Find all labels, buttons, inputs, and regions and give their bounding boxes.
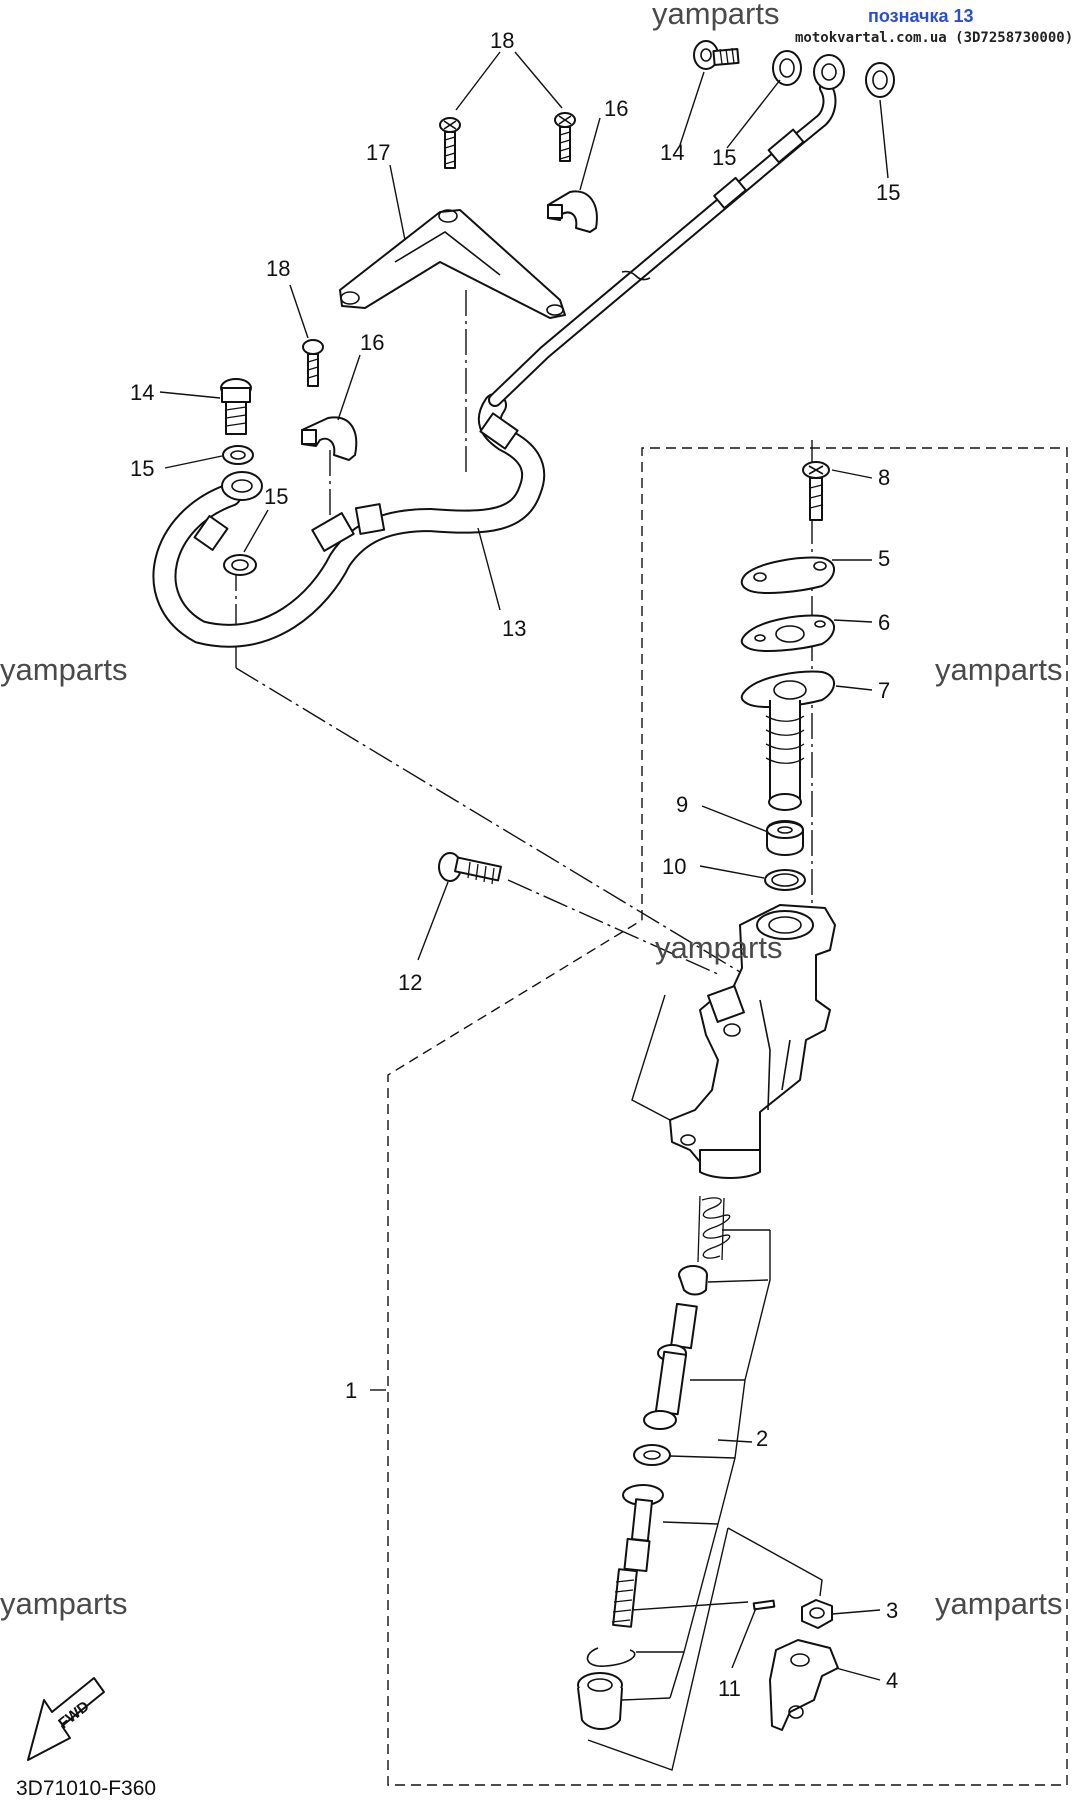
- boot: [577, 1672, 623, 1730]
- cap-plate: [740, 614, 835, 652]
- screw-bracket-right: [554, 112, 576, 162]
- callout-13: 13: [502, 616, 526, 641]
- nut: [801, 1599, 833, 1629]
- callout-16-lower: 16: [360, 330, 384, 355]
- hose-clamp-upper: [547, 190, 598, 233]
- callout-5: 5: [878, 546, 890, 571]
- callout-17: 17: [366, 140, 390, 165]
- reference-label[interactable]: позначка 13: [868, 6, 974, 26]
- hose-clamp-lower: [301, 416, 358, 461]
- diaphragm: [740, 670, 835, 811]
- diagram-code: 3D71010-F360: [16, 1777, 156, 1800]
- piston-seal: [633, 1444, 671, 1466]
- callout-1: 1: [345, 1378, 357, 1403]
- watermark-left-lower: yamparts: [0, 1586, 127, 1621]
- watermarks: yamparts yamparts yamparts yamparts yamp…: [0, 0, 1062, 1621]
- callout-labels: 1 2 3 4 5 6 7 8 9 10 11 12 13 14 14 15 1…: [130, 28, 900, 1701]
- callout-15-lower-b: 15: [264, 484, 288, 509]
- callout-8: 8: [878, 465, 890, 490]
- master-cylinder-body: [669, 904, 836, 1179]
- clevis: [769, 1639, 839, 1731]
- washer-upper-a: [772, 50, 802, 86]
- callout-12: 12: [398, 970, 422, 995]
- washer-lower-b: [223, 554, 257, 576]
- piston-cup: [678, 1265, 708, 1296]
- fwd-direction-arrow: FWD: [27, 1677, 105, 1761]
- assembly-boundary: [387, 447, 1068, 1786]
- callout-14-lower: 14: [130, 380, 154, 405]
- callout-3: 3: [886, 1598, 898, 1623]
- callout-18-top: 18: [490, 28, 514, 53]
- push-rod: [611, 1484, 664, 1628]
- callout-16-upper: 16: [604, 96, 628, 121]
- cotter-pin: [752, 1599, 776, 1611]
- callout-15-upper-b: 15: [876, 180, 900, 205]
- union-bolt-upper: [693, 40, 740, 70]
- watermark-right-upper: yamparts: [935, 652, 1062, 687]
- circlip: [764, 869, 806, 891]
- hose-joint: [766, 820, 804, 856]
- callout-2: 2: [756, 1426, 768, 1451]
- watermark-right-lower: yamparts: [935, 1586, 1062, 1621]
- assembly-axis-lines: [235, 290, 813, 976]
- callout-14-upper: 14: [660, 140, 684, 165]
- reservoir-cap: [740, 556, 835, 594]
- leader-lines: [159, 51, 889, 1771]
- mount-bolt: [438, 852, 502, 885]
- washer-upper-b: [865, 62, 895, 98]
- callout-11: 11: [718, 1676, 741, 1701]
- washer-lower-a: [222, 445, 254, 465]
- brake-hose: [152, 54, 845, 648]
- cap-bolt: [802, 461, 830, 521]
- watermark-top: yamparts: [652, 0, 779, 31]
- piston: [643, 1302, 698, 1430]
- callout-6: 6: [878, 610, 890, 635]
- hose-bracket: [339, 209, 566, 319]
- reference-site: motokvartal.com.ua (3D7258730000): [795, 30, 1073, 46]
- piston-spring: [697, 1195, 731, 1263]
- screw-bracket-left: [439, 117, 461, 169]
- callout-9: 9: [676, 792, 688, 817]
- union-bolt-lower: [220, 378, 252, 435]
- callout-7: 7: [878, 678, 890, 703]
- callout-4: 4: [886, 1668, 898, 1693]
- callout-15-lower-a: 15: [130, 456, 154, 481]
- callout-18-left: 18: [266, 256, 290, 281]
- watermark-left-upper: yamparts: [0, 652, 127, 687]
- callout-10: 10: [662, 854, 686, 879]
- watermark-center: yamparts: [655, 930, 782, 965]
- snap-ring: [586, 1647, 636, 1667]
- callout-15-upper-a: 15: [712, 145, 736, 170]
- screw-clamp-lower: [302, 339, 324, 387]
